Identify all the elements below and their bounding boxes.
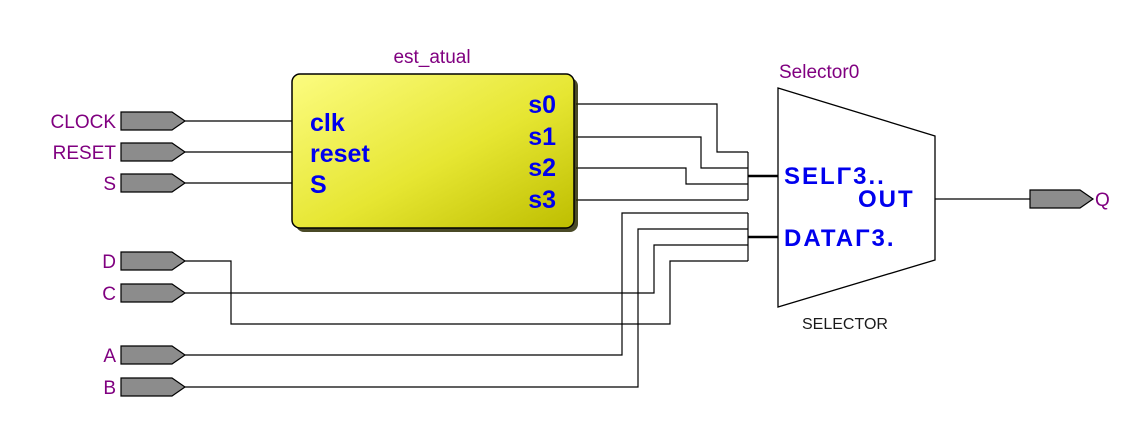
selector-port-out: OUT xyxy=(858,186,915,213)
wire-s2 xyxy=(576,167,748,185)
pin-label-c: C xyxy=(102,284,116,305)
pin-label-q: Q xyxy=(1095,190,1110,211)
port-arrow-icon xyxy=(1029,189,1095,209)
selector-type-name: SELECTOR xyxy=(802,316,888,333)
input-port-clock[interactable]: CLOCK xyxy=(51,111,187,133)
pin-label-d: D xyxy=(102,252,116,273)
selector-port-data: DATAΓ3. xyxy=(784,225,896,252)
pin-label-clock: CLOCK xyxy=(51,112,117,133)
port-arrow-icon xyxy=(120,283,187,303)
input-port-a[interactable]: A xyxy=(103,345,187,367)
wire-c xyxy=(185,244,748,294)
selector-instance-name: Selector0 xyxy=(779,62,859,83)
selector-body xyxy=(777,87,936,308)
output-port-q[interactable]: Q xyxy=(1029,189,1110,211)
port-arrow-icon xyxy=(120,142,187,162)
pin-label-a: A xyxy=(103,346,116,367)
port-arrow-icon xyxy=(120,345,187,365)
input-port-reset[interactable]: RESET xyxy=(53,142,187,164)
wires xyxy=(185,103,1030,388)
state-port-reset: reset xyxy=(310,140,370,168)
pin-label-s: S xyxy=(103,174,116,195)
pin-label-b: B xyxy=(103,378,116,399)
state-block-body xyxy=(291,73,575,229)
input-port-c[interactable]: C xyxy=(102,283,187,305)
state-port-s0: s0 xyxy=(528,91,556,119)
input-ports: CLOCK RESET S D C A B xyxy=(51,111,187,399)
port-arrow-icon xyxy=(120,173,187,193)
port-arrow-icon xyxy=(120,377,187,397)
pin-label-reset: RESET xyxy=(53,143,117,164)
selector-port-sel: SELΓ3.. xyxy=(784,163,886,190)
input-port-d[interactable]: D xyxy=(102,251,187,273)
port-arrow-icon xyxy=(120,111,187,131)
state-block-instance-name: est_atual xyxy=(393,47,470,68)
wire-s1 xyxy=(576,136,748,169)
input-port-b[interactable]: B xyxy=(103,377,187,399)
state-block[interactable]: est_atual clk reset S s0 s1 s2 s3 xyxy=(291,47,578,232)
input-port-s[interactable]: S xyxy=(103,173,187,195)
state-port-clk: clk xyxy=(310,109,345,137)
port-arrow-icon xyxy=(120,251,187,271)
state-port-s3: s3 xyxy=(528,186,556,214)
state-port-s-in: S xyxy=(310,171,327,199)
wire-b xyxy=(185,228,748,388)
wire-a xyxy=(185,212,748,356)
state-port-s2: s2 xyxy=(528,154,556,182)
state-port-s1: s1 xyxy=(528,123,556,151)
wire-s0 xyxy=(576,103,748,153)
wire-d xyxy=(185,260,748,325)
selector-block[interactable]: Selector0 SELΓ3.. OUT DATAΓ3. SELECTOR xyxy=(777,62,936,333)
